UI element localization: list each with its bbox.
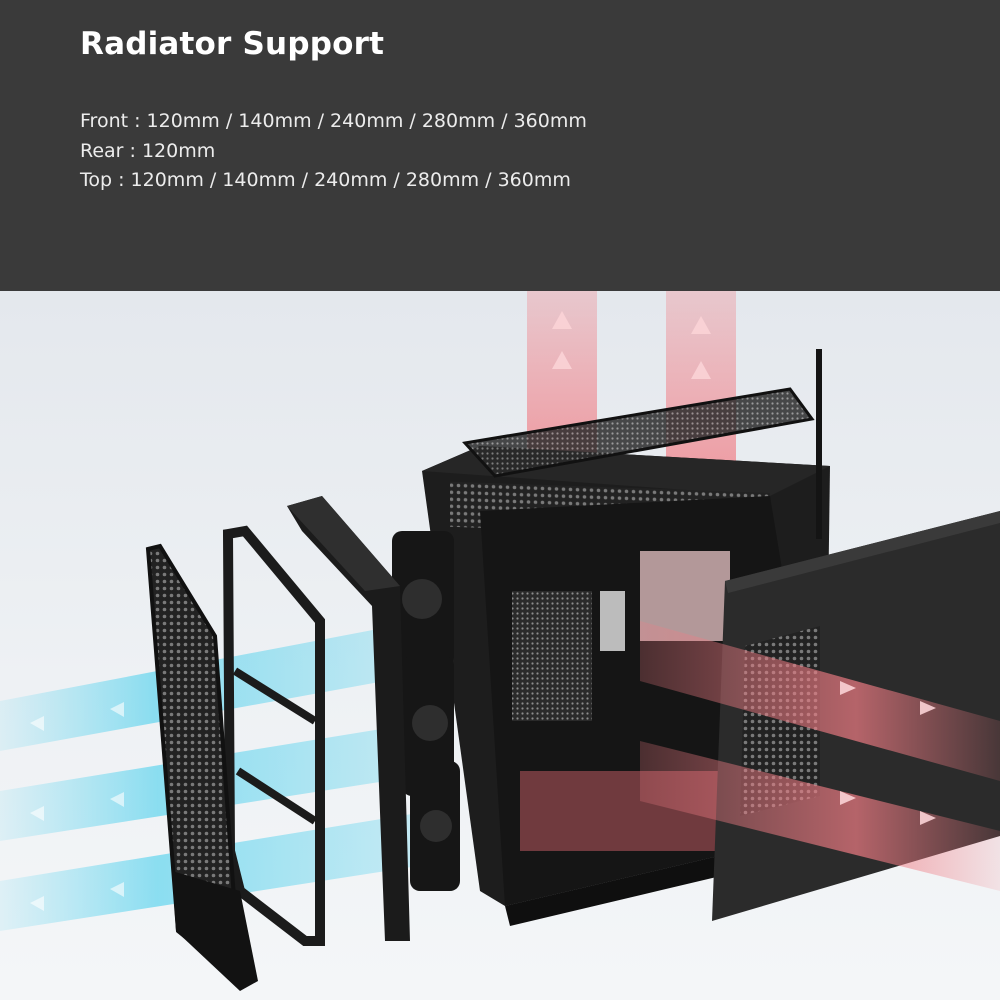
front-fans (392, 531, 460, 891)
product-illustration (0, 291, 1000, 1000)
front-frame (287, 496, 410, 941)
exploded-case-illustration (0, 291, 1000, 991)
top-dust-filter (462, 349, 822, 539)
rear-radiator-spec: Rear : 120mm (80, 140, 216, 162)
page-title: Radiator Support (80, 26, 385, 62)
front-mesh-panel (145, 543, 258, 991)
top-radiator-spec: Top : 120mm / 140mm / 240mm / 280mm / 36… (80, 169, 571, 191)
spec-header: Radiator Support Front : 120mm / 140mm /… (0, 0, 1000, 291)
exhaust-airflow-side (640, 621, 1000, 891)
front-radiator-spec: Front : 120mm / 140mm / 240mm / 280mm / … (80, 110, 587, 132)
